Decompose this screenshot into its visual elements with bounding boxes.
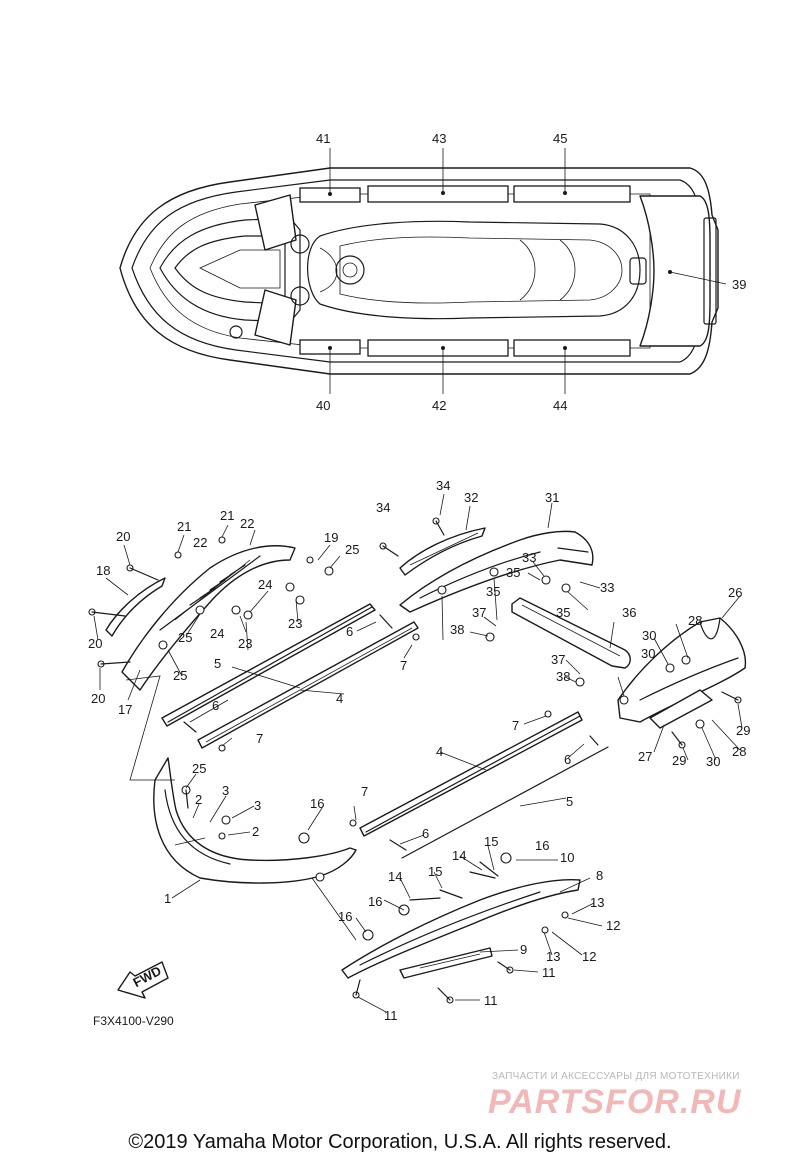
callout: 26	[728, 585, 742, 600]
callout: 6	[212, 698, 219, 713]
callout: 2	[195, 792, 202, 807]
callout: 5	[214, 656, 221, 671]
callout: 1	[164, 891, 171, 906]
callout: 8	[596, 868, 603, 883]
callout: 34	[436, 478, 450, 493]
callout: 29	[672, 753, 686, 768]
callout: 28	[732, 744, 746, 759]
callout: 15	[428, 864, 442, 879]
callout: 6	[422, 826, 429, 841]
callout: 38	[450, 622, 464, 637]
callout: 41	[316, 131, 330, 146]
callout: 16	[368, 894, 382, 909]
callout: 28	[688, 613, 702, 628]
callout: 4	[436, 744, 443, 759]
callout: 39	[732, 277, 746, 292]
callout: 7	[400, 658, 407, 673]
callout: 33	[600, 580, 614, 595]
callout: 45	[553, 131, 567, 146]
callout: 13	[546, 949, 560, 964]
top-view-callouts: 41 43 45 39 40 42 44	[316, 131, 746, 413]
callout: 21	[220, 508, 234, 523]
callout: 6	[564, 752, 571, 767]
callout: 24	[210, 626, 224, 641]
callout: 35	[486, 584, 500, 599]
callout: 23	[238, 636, 252, 651]
callout: 30	[642, 628, 656, 643]
callout: 5	[566, 794, 573, 809]
callout: 10	[560, 850, 574, 865]
callout: 16	[535, 838, 549, 853]
callout: 27	[638, 749, 652, 764]
callout: 11	[384, 1008, 398, 1023]
callout: 6	[346, 624, 353, 639]
callout: 7	[361, 784, 368, 799]
callout: 16	[338, 909, 352, 924]
callout: 33	[522, 550, 536, 565]
callout: 21	[177, 519, 191, 534]
callout: 11	[542, 965, 556, 980]
callout: 38	[556, 669, 570, 684]
callout: 42	[432, 398, 446, 413]
callout: 4	[336, 691, 343, 706]
callout: 25	[178, 630, 192, 645]
callout: 20	[91, 691, 105, 706]
callout: 16	[310, 796, 324, 811]
watermark-logo: PARTSFOR.RU	[488, 1083, 742, 1121]
callout: 40	[316, 398, 330, 413]
callout: 3	[222, 783, 229, 798]
callout: 37	[551, 652, 565, 667]
callout: 14	[452, 848, 466, 863]
callout: 30	[706, 754, 720, 769]
watercraft-top-view	[119, 148, 727, 394]
callout: 19	[324, 530, 338, 545]
callout: 20	[88, 636, 102, 651]
callout: 31	[545, 490, 559, 505]
callout: 23	[288, 616, 302, 631]
callout: 25	[192, 761, 206, 776]
callout: 32	[464, 490, 478, 505]
watermark-caption: ЗАПЧАСТИ И АКСЕССУАРЫ ДЛЯ МОТОТЕХНИКИ	[492, 1071, 740, 1082]
exploded-parts-view: FWD	[88, 493, 747, 1013]
callout: 43	[432, 131, 446, 146]
callout: 13	[590, 895, 604, 910]
callout: 44	[553, 398, 567, 413]
callout: 30	[641, 646, 655, 661]
callout: 34	[376, 500, 390, 515]
exploded-leaders	[93, 493, 743, 1013]
callout: 24	[258, 577, 272, 592]
callout: 35	[556, 605, 570, 620]
callout: 20	[116, 529, 130, 544]
callout: 22	[193, 535, 207, 550]
callout: 25	[345, 542, 359, 557]
diagram-code: F3X4100-V290	[93, 1014, 174, 1028]
callout: 25	[173, 668, 187, 683]
fwd-arrow: FWD	[117, 961, 169, 999]
callout: 35	[506, 565, 520, 580]
callout: 11	[484, 993, 498, 1008]
callout: 3	[254, 798, 261, 813]
callout: 7	[512, 718, 519, 733]
callout: 36	[622, 605, 636, 620]
callout: 37	[472, 605, 486, 620]
callout: 18	[96, 563, 110, 578]
callout: 12	[606, 918, 620, 933]
exploded-callouts: 34 32 31 20 21 22 21 22 19 25 18 33 35 3…	[88, 478, 750, 1023]
callout: 22	[240, 516, 254, 531]
copyright-notice: ©2019 Yamaha Motor Corporation, U.S.A. A…	[128, 1131, 672, 1153]
callout: 29	[736, 723, 750, 738]
callout: 7	[256, 731, 263, 746]
callout: 14	[388, 869, 402, 884]
callout: 15	[484, 834, 498, 849]
callout: 9	[520, 942, 527, 957]
callout: 12	[582, 949, 596, 964]
callout: 2	[252, 824, 259, 839]
callout: 17	[118, 702, 132, 717]
